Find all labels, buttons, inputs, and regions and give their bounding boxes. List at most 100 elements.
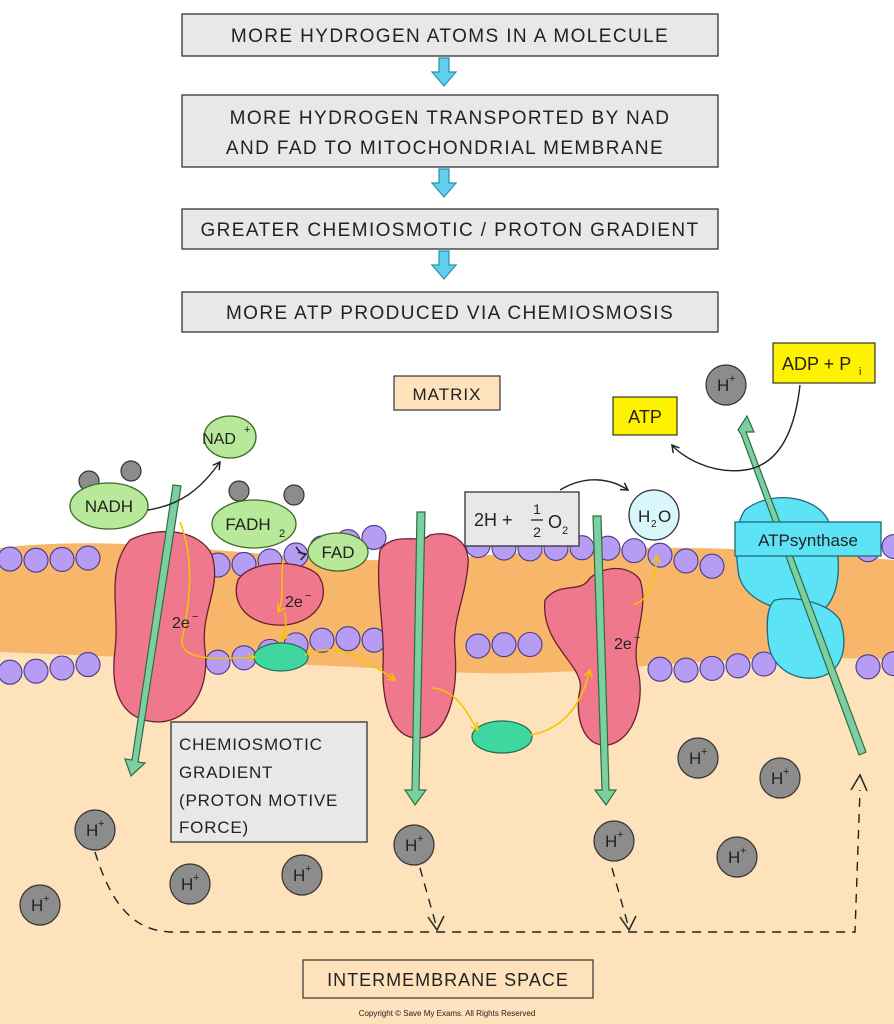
proton-flow-tip-2 (619, 915, 637, 932)
proton-ion: H+ (74, 809, 116, 851)
electron-path-to-oxygen (632, 554, 662, 606)
electron-label-3-text: 2e (614, 636, 632, 653)
proton-superscript: + (729, 373, 735, 385)
flow-step-3: GREATER CHEMIOSMOTIC / PROTON GRADIENT (200, 220, 699, 241)
atp-synthase-label-box (734, 521, 882, 557)
cytochrome-c-carrier (471, 720, 533, 754)
proton-label: H (728, 848, 740, 867)
proton-label: H (86, 821, 98, 840)
fadh2-body (211, 499, 297, 549)
phospholipid-head (49, 546, 75, 572)
nad-plus-molecule: NAD + (202, 415, 257, 459)
proton-label: H (405, 836, 417, 855)
phospholipid-head (673, 657, 699, 683)
proton-label: H (605, 832, 617, 851)
protons: H+H+H+H+H+H+H+H+H+H+ (19, 364, 801, 926)
proton-ion: H+ (281, 854, 323, 896)
proton-circle (281, 854, 323, 896)
fadh2-label: FADH (225, 515, 270, 534)
fad-body (307, 532, 369, 572)
phospholipid-head (0, 546, 23, 572)
flow-step-3-box (181, 208, 719, 250)
phospholipid-head (75, 545, 101, 571)
proton-ion: H+ (19, 884, 61, 926)
complex-4 (544, 567, 644, 746)
water-h: H (638, 507, 650, 526)
flow-step-2-line-1: MORE HYDROGEN TRANSPORTED BY NAD (230, 108, 671, 129)
phospholipid-head (881, 534, 894, 560)
electron-label-2-text: 2e (285, 594, 303, 611)
flow-arrow-3 (430, 250, 458, 280)
fadh2-hydrogen-left (228, 480, 250, 502)
proton-superscript: + (783, 766, 789, 778)
adp-pi-subscript: i (859, 366, 861, 378)
fad-label: FAD (321, 543, 354, 562)
intermembrane-label-box (302, 959, 594, 999)
fadh2-to-fad-arrow (295, 546, 308, 561)
electron-path-nadh (179, 521, 257, 663)
electron-label-3: 2e − (614, 632, 640, 653)
copyright-notice: Copyright © Save My Exams. All Rights Re… (359, 1009, 536, 1018)
phospholipid-head (699, 553, 725, 579)
proton-circle (705, 364, 747, 406)
electron-label-1-text: 2e (172, 615, 190, 632)
proton-superscript: + (305, 863, 311, 875)
electron-label-2: 2e − (285, 590, 311, 611)
flow-arrow-2 (430, 168, 458, 198)
phospholipid-head (647, 542, 673, 568)
proton-label: H (293, 866, 305, 885)
proton-circle (74, 809, 116, 851)
proton-label: H (31, 896, 43, 915)
intermembrane-space-region (0, 571, 894, 1024)
electron-path-to-complex-3 (304, 649, 397, 681)
matrix-label-box (393, 375, 501, 411)
proton-flow-tip-1 (427, 915, 445, 932)
electron-path-fadh2-b (281, 611, 290, 642)
oxygen-equation-box (464, 491, 580, 547)
phospholipid-head (309, 627, 335, 653)
flow-step-2-line-2: AND FAD TO MITOCHONDRIAL MEMBRANE (226, 138, 664, 159)
water-circle (628, 489, 680, 541)
nad-plus-body (203, 415, 257, 459)
fadh2-molecule: FADH 2 (211, 480, 305, 549)
chemiosmotic-line-3: (PROTON MOTIVE (179, 791, 338, 810)
proton-ion: H+ (716, 836, 758, 878)
electron-label-3-sup: − (634, 632, 640, 644)
water-o: O (658, 507, 671, 526)
proton-ion: H+ (593, 820, 635, 862)
atp-synthase-channel-arrow (737, 414, 867, 756)
chemiosmotic-gradient-box: CHEMIOSMOTIC GRADIENT (PROTON MOTIVE FOR… (170, 721, 368, 843)
phospholipid-head (205, 649, 231, 675)
oxygen-eq-o: O (548, 512, 562, 532)
phospholipid-head (517, 631, 543, 658)
proton-label: H (689, 749, 701, 768)
phospholipid-head (621, 538, 647, 564)
chemiosmotic-line-2: GRADIENT (179, 763, 273, 782)
proton-circle (593, 820, 635, 862)
oxygen-eq-2h: 2H + (474, 510, 513, 530)
matrix-label: MATRIX (413, 385, 482, 404)
phospholipid-head (361, 524, 387, 550)
phospholipid-head (881, 651, 894, 677)
fad-molecule: FAD (307, 532, 369, 572)
electron-path-to-complex-4 (529, 668, 593, 736)
proton-ion: H+ (705, 364, 747, 406)
proton-pump-arrow-1 (124, 484, 182, 778)
phospholipid-head (647, 656, 673, 682)
flow-step-4: MORE ATP PRODUCED VIA CHEMIOSMOSIS (226, 303, 674, 324)
phospholipid-head (725, 653, 751, 679)
proton-circle (759, 757, 801, 799)
oxygen-eq-denominator: 2 (533, 524, 541, 540)
water-subscript: 2 (651, 519, 657, 530)
phospholipid-head (0, 659, 23, 685)
proton-circle (169, 863, 211, 905)
fadh2-subscript: 2 (279, 528, 285, 540)
chemiosmotic-line-1: CHEMIOSMOTIC (179, 735, 323, 754)
phospholipid-head (673, 548, 699, 574)
flow-step-1-box (181, 13, 719, 57)
complex-3 (377, 533, 469, 739)
proton-ion: H+ (393, 824, 435, 866)
nadh-molecule: NADH (69, 460, 149, 530)
phospholipid-head (491, 632, 517, 658)
